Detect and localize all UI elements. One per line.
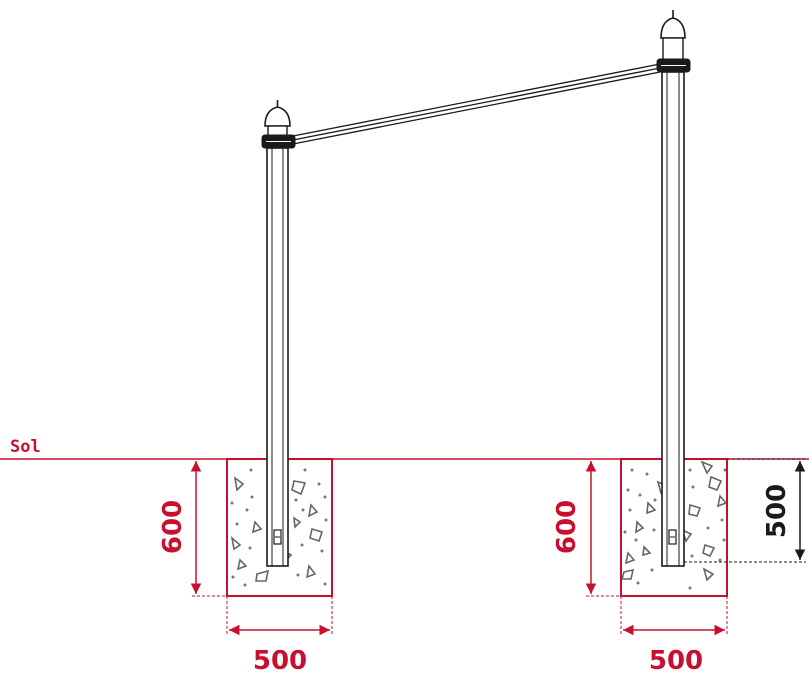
right-post [661, 71, 685, 567]
right-width-dimension: 500 [620, 596, 728, 676]
connecting-rails [292, 63, 661, 145]
right-post-cap [656, 10, 691, 73]
right-embed-label: 500 [762, 484, 792, 538]
left-width-dimension: 500 [226, 596, 333, 676]
right-depth-label: 600 [552, 500, 582, 554]
left-width-label: 500 [253, 646, 307, 676]
left-depth-dimension: 600 [158, 458, 227, 597]
left-depth-label: 600 [158, 500, 188, 554]
right-concrete-dots [623, 468, 727, 590]
left-post [266, 147, 289, 567]
right-width-label: 500 [649, 646, 703, 676]
left-concrete-dots [230, 468, 328, 587]
right-embed-dimension: 500 [684, 458, 806, 563]
ground-label: Sol [10, 437, 41, 457]
left-post-cap [261, 100, 296, 149]
right-depth-dimension: 600 [552, 458, 621, 597]
